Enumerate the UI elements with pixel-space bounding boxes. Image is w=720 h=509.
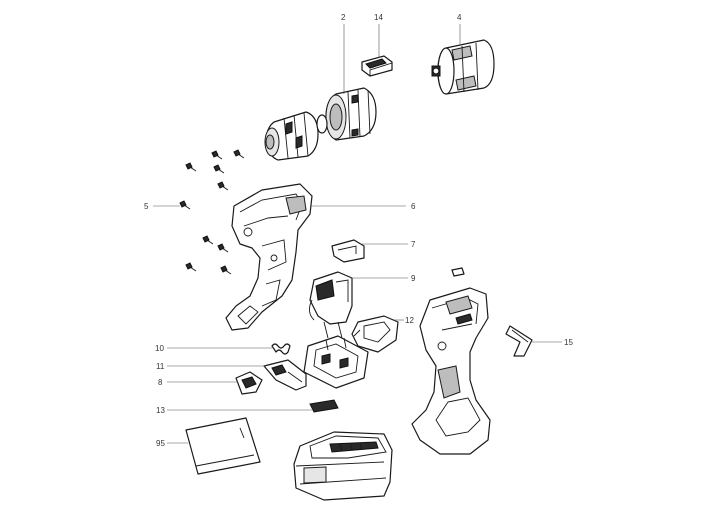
callout-95: 95	[156, 439, 165, 448]
part-7-cover	[331, 239, 365, 263]
screw	[233, 149, 245, 159]
part-95-manual	[185, 417, 261, 475]
contact-carrier	[303, 335, 369, 389]
leader-lines	[153, 24, 562, 444]
callout-labels: 2 14 4 5 6 7 9 12 10 11 8 13 95 15	[144, 13, 573, 448]
callout-10: 10	[155, 344, 164, 353]
part-12-base-plate	[351, 315, 399, 353]
small-clip	[451, 267, 465, 277]
callout-13: 13	[156, 406, 165, 415]
callout-4: 4	[457, 13, 462, 22]
screw	[217, 181, 229, 191]
battery-pack	[293, 431, 393, 501]
callout-2: 2	[341, 13, 346, 22]
part-14-switch-block	[361, 55, 393, 77]
screws-group	[179, 149, 245, 275]
part-9-switch	[309, 271, 353, 339]
callout-14: 14	[374, 13, 383, 22]
part-2-gearbox	[325, 87, 377, 141]
callout-5: 5	[144, 202, 149, 211]
callout-12: 12	[405, 316, 414, 325]
part-13-label	[309, 399, 339, 413]
screw	[185, 262, 197, 272]
part-6-housing-left	[225, 183, 313, 331]
callout-6: 6	[411, 202, 416, 211]
housing-right-assembled	[411, 287, 491, 455]
screw	[213, 164, 225, 174]
part-10-spring	[271, 343, 291, 355]
part-15-belt-clip	[505, 325, 533, 357]
drill-chuck	[264, 111, 328, 161]
part-4-motor	[431, 39, 495, 95]
screw	[217, 243, 229, 253]
callout-8: 8	[158, 378, 163, 387]
callout-7: 7	[411, 240, 416, 249]
part-8-led	[235, 371, 263, 395]
screw	[185, 162, 197, 172]
callout-9: 9	[411, 274, 416, 283]
callout-11: 11	[156, 362, 165, 371]
screw	[179, 200, 191, 210]
screw	[211, 150, 223, 160]
callout-15: 15	[564, 338, 573, 347]
part-11-clip	[263, 359, 307, 391]
screw	[202, 235, 214, 245]
screw	[220, 265, 232, 275]
